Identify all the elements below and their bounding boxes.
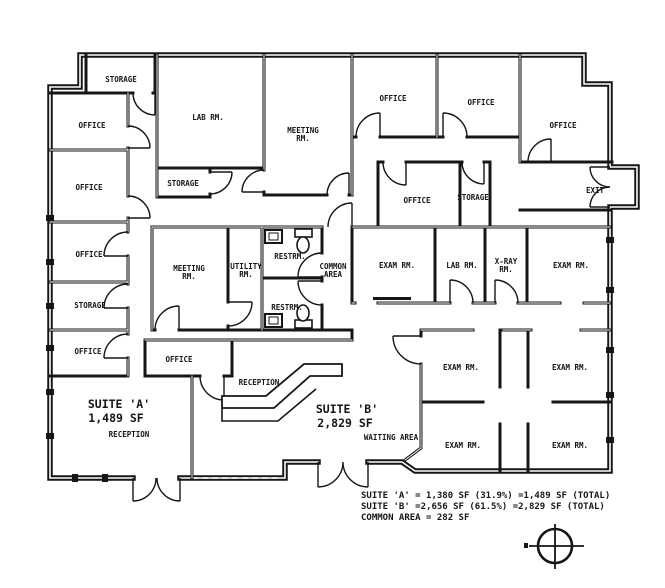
room-label-exam-mid-right: EXAM RM. — [553, 261, 589, 270]
summary-line-2: SUITE 'B' =2,656 SF (61.5%) =2,829 SF (T… — [361, 502, 605, 512]
toilet-tank-icon — [294, 228, 313, 238]
room-label-exit: EXIT — [586, 186, 605, 195]
compass-icon — [524, 524, 584, 569]
room-label-storage-top-left: STORAGE — [105, 75, 137, 84]
room-label-restroom-top: RESTRM. — [274, 252, 306, 261]
room-label-meeting-mid: MEETING — [173, 264, 205, 273]
counter-edge — [221, 388, 317, 422]
room-label-meeting-top: MEETING — [287, 126, 319, 135]
counter-outline — [221, 363, 343, 409]
room-label-common-area: COMMON — [319, 262, 347, 271]
room-label-exam-br-4: EXAM RM. — [552, 441, 588, 450]
door-arc-lines — [103, 92, 611, 502]
svg-text:AREA: AREA — [324, 270, 343, 279]
svg-text:RM.: RM. — [182, 272, 196, 281]
room-label-office-center: OFFICE — [403, 196, 431, 205]
window-mullions — [46, 215, 614, 482]
room-label-storage-center: STORAGE — [457, 193, 489, 202]
reception-counter — [221, 363, 343, 422]
room-label-lab-top: LAB RM. — [192, 113, 224, 122]
toilet-icon — [296, 236, 310, 254]
room-label-restroom-bottom: RESTRM. — [271, 303, 303, 312]
summary-line-3: COMMON AREA = 282 SF — [361, 513, 469, 523]
interior-walls — [48, 53, 614, 480]
svg-text:RM.: RM. — [239, 270, 253, 279]
room-label-office-left-1: OFFICE — [78, 121, 106, 130]
suite-a-area: 1,489 SF — [88, 411, 143, 425]
suite-b-area: 2,829 SF — [317, 416, 372, 430]
restroom-fixtures — [264, 228, 411, 329]
room-label-office-top-1: OFFICE — [379, 94, 407, 103]
room-label-exam-br-3: EXAM RM. — [445, 441, 481, 450]
exam-table-icon — [373, 297, 411, 300]
room-label-storage-mid: STORAGE — [167, 179, 199, 188]
svg-text:RM.: RM. — [499, 265, 513, 274]
toilet-icon — [296, 304, 310, 322]
room-label-lab-mid: LAB RM. — [446, 261, 478, 270]
room-label-office-top-3: OFFICE — [549, 121, 577, 130]
room-labels: STORAGE OFFICE OFFICE OFFICE STORAGE OFF… — [74, 75, 604, 450]
interior-wall-core — [49, 54, 611, 479]
room-label-storage-left: STORAGE — [74, 301, 106, 310]
suite-a-title: SUITE 'A' — [88, 397, 150, 411]
summary-line-1: SUITE 'A' = 1,380 SF (31.9%) =1,489 SF (… — [361, 491, 610, 501]
room-label-exam-br-1: EXAM RM. — [443, 363, 479, 372]
room-label-xray: X-RAY — [495, 257, 518, 266]
room-label-office-left-4: OFFICE — [74, 347, 102, 356]
room-label-office-left-3: OFFICE — [75, 250, 103, 259]
suite-a-reception-label: RECEPTION — [109, 430, 150, 439]
room-label-office-top-2: OFFICE — [467, 98, 495, 107]
room-label-office-left-2: OFFICE — [75, 183, 103, 192]
door-swings — [103, 92, 611, 502]
room-label-exam-mid-left: EXAM RM. — [379, 261, 415, 270]
room-label-office-suite-a: OFFICE — [165, 355, 193, 364]
suite-b-reception-label: RECEPTION — [239, 378, 280, 387]
room-label-exam-br-2: EXAM RM. — [552, 363, 588, 372]
suite-labels: SUITE 'A' 1,489 SF RECEPTION RECEPTION S… — [88, 378, 419, 442]
svg-text:RM.: RM. — [296, 134, 310, 143]
suite-b-title: SUITE 'B' — [316, 402, 378, 416]
suite-b-waiting-label: WAITING AREA — [364, 433, 419, 442]
room-label-utility: UTILITY — [230, 262, 262, 271]
area-summary: SUITE 'A' = 1,380 SF (31.9%) =1,489 SF (… — [361, 491, 610, 523]
